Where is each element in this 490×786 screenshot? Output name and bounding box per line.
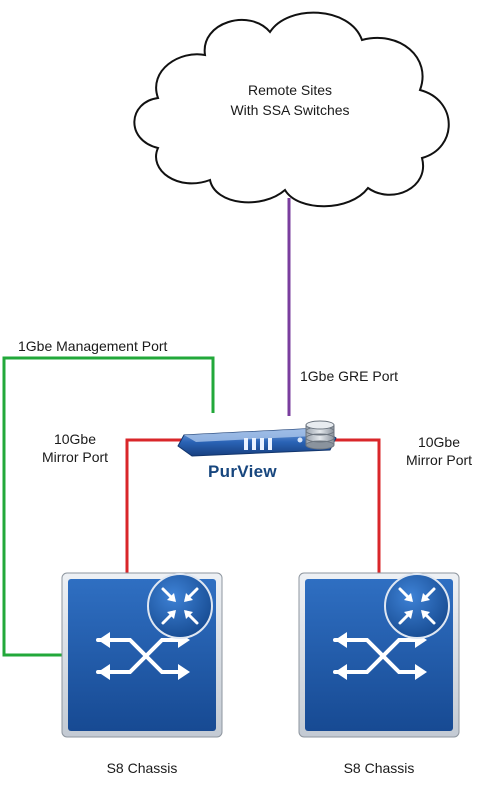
router-icon [147, 573, 213, 639]
cloud-label-line2: With SSA Switches [230, 102, 350, 118]
cloud-label: Remote Sites With SSA Switches [190, 80, 390, 120]
chassis-left-label: S8 Chassis [106, 760, 178, 776]
mirror-left-line1: 10Gbe [53, 431, 97, 447]
mirror-port-left-label: 10Gbe Mirror Port [30, 430, 120, 466]
switch-arrows-icon [333, 632, 427, 680]
mirror-link-right [335, 438, 381, 573]
s8-chassis-right [298, 572, 460, 738]
appliance-ports [244, 438, 272, 450]
remote-sites-cloud [133, 11, 450, 208]
management-link [2, 356, 215, 657]
s8-chassis-left [61, 572, 223, 738]
chassis-right-label: S8 Chassis [343, 760, 415, 776]
purview-label: PurView [208, 462, 277, 481]
appliance-led [297, 437, 303, 443]
switch-arrows-icon [96, 632, 190, 680]
mirror-right-line2: Mirror Port [405, 452, 473, 468]
mirror-port-right-label: 10Gbe Mirror Port [394, 433, 484, 469]
cloud-label-line1: Remote Sites [247, 82, 333, 98]
database-icon [305, 420, 335, 450]
mirror-link-left [125, 438, 183, 573]
management-port-label: 1Gbe Management Port [18, 338, 168, 354]
appliance-top [184, 428, 334, 442]
mirror-right-line1: 10Gbe [417, 434, 461, 450]
router-icon [384, 573, 450, 639]
gre-port-label: 1Gbe GRE Port [300, 368, 399, 384]
mirror-left-line2: Mirror Port [41, 449, 109, 465]
purview-appliance [177, 420, 337, 457]
